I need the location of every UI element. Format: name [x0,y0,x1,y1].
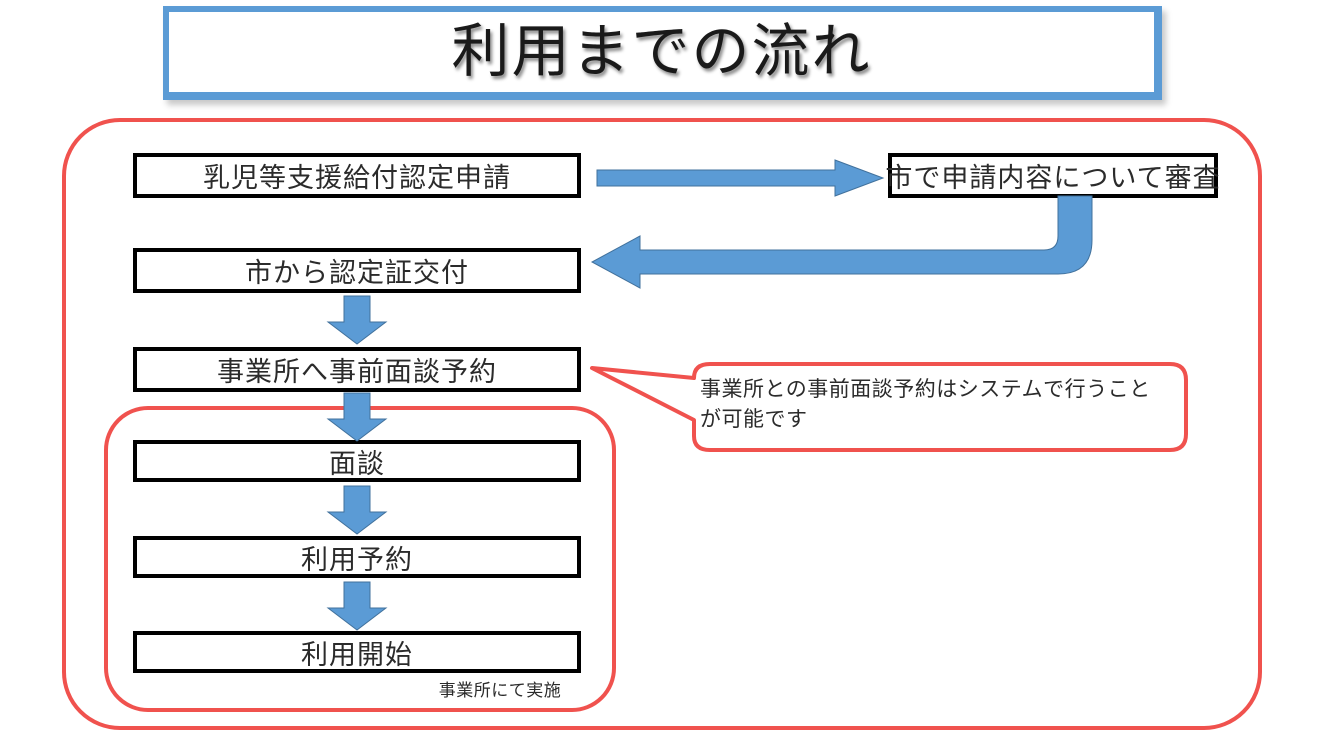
process-box-use-reservation-label: 利用予約 [301,544,413,575]
process-box-reserve-label: 事業所へ事前面談予約 [217,357,497,387]
process-box-reserve[interactable]: 事業所へ事前面談予約 [133,347,581,392]
arrow-down-issue-to-reserve [326,295,388,345]
arrow-elbow-review-to-issue [590,195,1093,289]
callout-bubble: 事業所との事前面談予約はシステムで行うことが可能です [590,362,1188,452]
process-box-use-start-label: 利用開始 [301,639,413,670]
process-box-issue[interactable]: 市から認定証交付 [133,248,581,293]
process-box-interview-label: 面談 [329,448,385,479]
callout-bubble-shape [590,362,1188,452]
arrow-down-interview-to-use-reservation [326,485,388,535]
process-box-apply[interactable]: 乳児等支援給付認定申請 [133,153,581,198]
process-box-interview[interactable]: 面談 [133,440,581,482]
process-box-use-start[interactable]: 利用開始 [133,631,581,673]
inner-group-caption: 事業所にて実施 [438,681,562,700]
process-box-use-reservation[interactable]: 利用予約 [133,536,581,578]
outer-group-frame [62,118,1262,730]
arrow-right-apply-to-review [596,159,885,197]
process-box-issue-label: 市から認定証交付 [245,258,469,288]
process-box-review[interactable]: 市で申請内容について審査 [885,153,1221,198]
arrow-down-reserve-to-interview [326,392,388,442]
process-box-review-label: 市で申請内容について審査 [885,163,1221,193]
process-box-apply-label: 乳児等支援給付認定申請 [203,163,511,193]
page-title: 利用までの流れ [451,19,872,84]
title-banner: 利用までの流れ [163,6,1162,100]
callout-text: 事業所との事前面談予約はシステムで行うことが可能です [700,377,1151,432]
arrow-down-use-reservation-to-use-start [326,581,388,631]
